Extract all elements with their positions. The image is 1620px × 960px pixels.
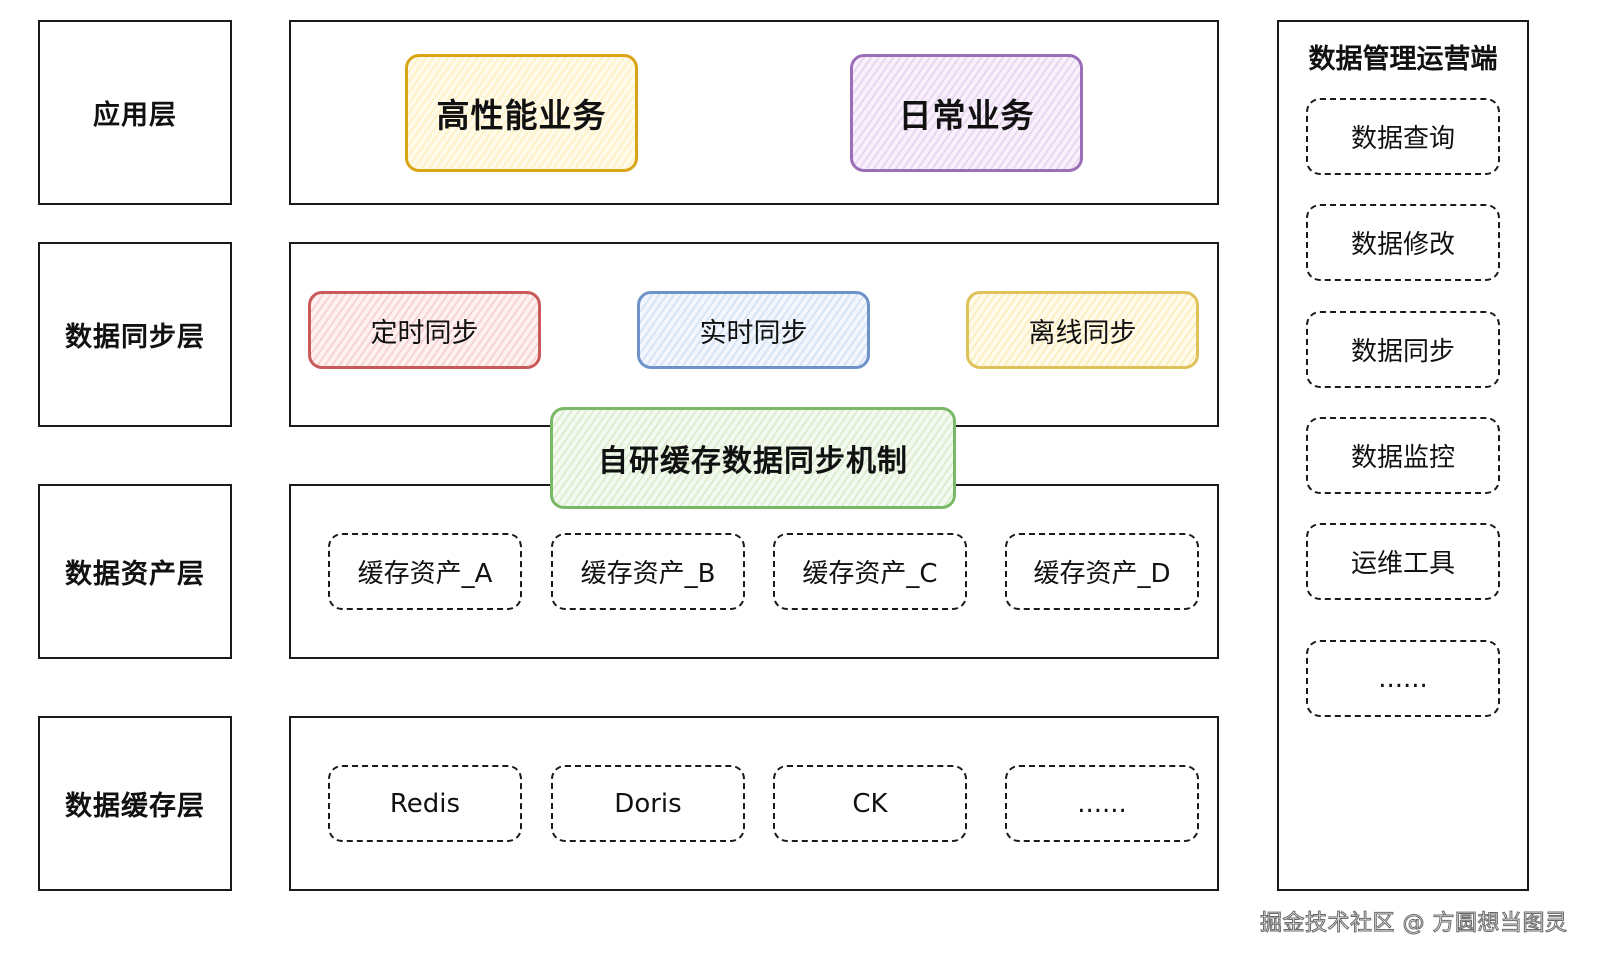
cache-asset-d-label: 缓存资产_D — [1033, 559, 1171, 589]
ops-item-monitor: 数据监控 — [1306, 417, 1500, 494]
sync-mechanism-box: 自研缓存数据同步机制 — [550, 407, 956, 509]
sync-mechanism-label: 自研缓存数据同步机制 — [598, 444, 908, 479]
ops-item-monitor-label: 数据监控 — [1350, 443, 1455, 473]
cache-doris-label: Doris — [614, 788, 682, 819]
ops-item-sync: 数据同步 — [1306, 311, 1500, 388]
cache-redis-label: Redis — [389, 788, 461, 819]
ops-panel-title: 数据管理运营端 — [1279, 36, 1527, 76]
scheduled-sync-box: 定时同步 — [308, 291, 541, 369]
asset-layer-label: 数据资产层 — [38, 484, 232, 659]
daily-business-label: 日常业务 — [898, 96, 1035, 135]
sync-layer-label: 数据同步层 — [38, 242, 232, 427]
cache-layer-label: 数据缓存层 — [38, 716, 232, 891]
sync-layer-text: 数据同步层 — [65, 322, 205, 353]
ops-item-query-label: 数据查询 — [1350, 124, 1455, 154]
ops-item-more-label: ...... — [1378, 663, 1428, 694]
watermark-text: 掘金技术社区 @ 方圆想当图灵 — [1260, 911, 1568, 937]
ops-item-sync-label: 数据同步 — [1350, 337, 1455, 367]
cache-ck-label: CK — [852, 788, 888, 819]
ops-panel-title-text: 数据管理运营端 — [1308, 43, 1498, 75]
high-performance-business-label: 高性能业务 — [436, 96, 607, 135]
watermark: 掘金技术社区 @ 方圆想当图灵 — [1260, 905, 1568, 937]
cache-more-label: ...... — [1077, 788, 1127, 819]
cache-doris: Doris — [551, 765, 745, 842]
cache-more: ...... — [1005, 765, 1199, 842]
ops-item-query: 数据查询 — [1306, 98, 1500, 175]
application-layer-text: 应用层 — [93, 100, 177, 131]
offline-sync-label: 离线同步 — [1028, 317, 1137, 349]
cache-asset-d: 缓存资产_D — [1005, 533, 1199, 610]
ops-item-more: ...... — [1306, 640, 1500, 717]
ops-item-tools-label: 运维工具 — [1350, 549, 1455, 579]
cache-asset-b: 缓存资产_B — [551, 533, 745, 610]
cache-ck: CK — [773, 765, 967, 842]
cache-asset-c: 缓存资产_C — [773, 533, 967, 610]
high-performance-business-box: 高性能业务 — [405, 54, 638, 172]
cache-redis: Redis — [328, 765, 522, 842]
application-layer-label: 应用层 — [38, 20, 232, 205]
scheduled-sync-label: 定时同步 — [370, 317, 479, 349]
realtime-sync-label: 实时同步 — [699, 317, 808, 349]
cache-asset-c-label: 缓存资产_C — [802, 559, 938, 589]
ops-item-tools: 运维工具 — [1306, 523, 1500, 600]
cache-asset-a: 缓存资产_A — [328, 533, 522, 610]
cache-layer-text: 数据缓存层 — [65, 791, 205, 822]
ops-item-modify-label: 数据修改 — [1350, 230, 1455, 260]
cache-asset-b-label: 缓存资产_B — [580, 559, 716, 589]
offline-sync-box: 离线同步 — [966, 291, 1199, 369]
daily-business-box: 日常业务 — [850, 54, 1083, 172]
realtime-sync-box: 实时同步 — [637, 291, 870, 369]
cache-asset-a-label: 缓存资产_A — [357, 559, 493, 589]
ops-item-modify: 数据修改 — [1306, 204, 1500, 281]
asset-layer-text: 数据资产层 — [65, 559, 205, 590]
